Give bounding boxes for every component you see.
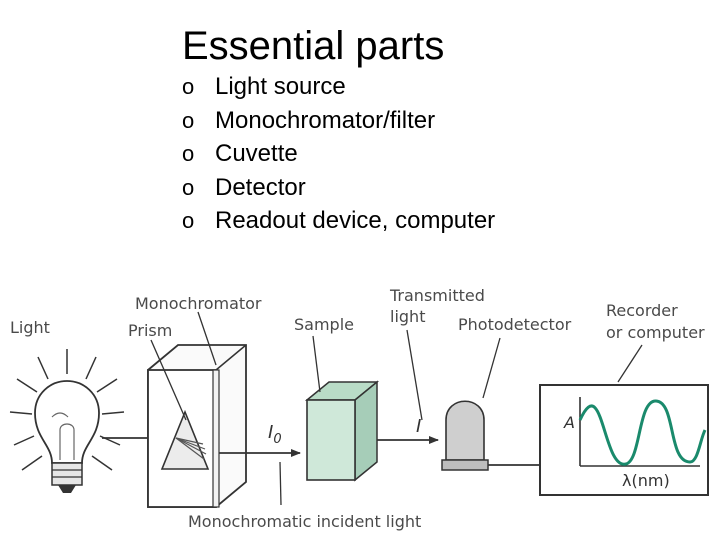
- light-label: Light: [10, 318, 50, 337]
- list-item-text: Monochromator/filter: [215, 106, 436, 134]
- slide-title: Essential parts: [182, 24, 445, 68]
- prism-icon: [160, 409, 210, 470]
- bullet-marker: o: [182, 141, 195, 166]
- photodetector-label: Photodetector: [458, 315, 572, 334]
- list-item: o Light source: [182, 72, 495, 106]
- list-item-text: Readout device, computer: [215, 207, 496, 234]
- list-item-text: Light source: [215, 73, 346, 100]
- wavelength-label: λ(nm): [622, 471, 670, 490]
- bullet-marker: o: [182, 74, 195, 99]
- computer-label: or computer: [606, 323, 705, 342]
- recorder-label: Recorder: [606, 301, 678, 320]
- detector-base: [441, 459, 489, 471]
- list-item: o Monochromator/filter: [182, 106, 495, 140]
- transmitted-light-label: light: [390, 307, 425, 326]
- detector-body: [445, 400, 485, 461]
- absorbance-label: A: [563, 413, 575, 432]
- list-item-text: Detector: [215, 173, 306, 201]
- i-label: I: [416, 416, 421, 437]
- photodetector-icon: [441, 400, 540, 471]
- incident-light-label: Monochromatic incident light: [188, 512, 421, 531]
- callout-lines: [150, 311, 643, 506]
- sample-label: Sample: [294, 315, 354, 334]
- sample-cuvette: [304, 380, 380, 482]
- i0-main: I: [268, 422, 273, 443]
- bullet-marker: o: [182, 174, 195, 200]
- prism-label: Prism: [128, 321, 172, 340]
- transmitted-label: Transmitted: [389, 286, 485, 305]
- sample-front-face: [306, 399, 356, 481]
- monochromator-box: [147, 344, 247, 508]
- sample-side-face: [354, 380, 378, 482]
- monochromator-label: Monochromator: [135, 294, 262, 313]
- light-bulb-icon: [9, 349, 125, 493]
- recorder-display: [539, 384, 709, 496]
- i0-subscript: 0: [273, 432, 281, 447]
- list-item: o Detector: [182, 173, 495, 207]
- absorbance-trace: [578, 399, 707, 466]
- bullet-marker: o: [182, 107, 195, 133]
- list-item-text: Cuvette: [215, 140, 298, 167]
- list-item: o Readout device, computer: [182, 206, 495, 240]
- i0-label: I0: [268, 422, 282, 447]
- bullet-marker: o: [182, 208, 195, 233]
- list-item: o Cuvette: [182, 139, 495, 173]
